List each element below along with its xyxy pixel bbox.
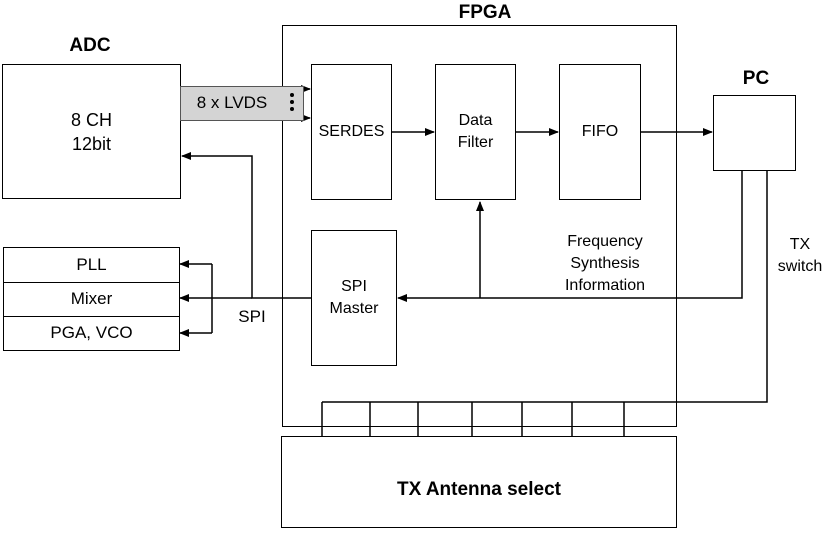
pga-vco-label: PGA, VCO [50, 323, 133, 342]
tx-antenna-select-block [281, 436, 677, 528]
fpga-title: FPGA [458, 2, 512, 23]
tx-switch-label: TX switch [777, 236, 823, 275]
serdes-label: SERDES [318, 123, 385, 140]
pc-block [713, 95, 796, 171]
pll-label: PLL [76, 255, 107, 274]
fpga-block [282, 25, 677, 427]
lvds-label: 8 x LVDS [196, 93, 268, 112]
fifo-label: FIFO [581, 123, 619, 140]
spi-master-block [311, 230, 397, 366]
pc-title: PC [742, 68, 770, 89]
data-filter-block [435, 64, 516, 200]
spi-master-label: SPI Master [329, 278, 379, 317]
adc-title: ADC [69, 35, 111, 56]
data-filter-label: Data Filter [457, 112, 494, 151]
lvds-bus [180, 86, 304, 121]
serdes-block [311, 64, 392, 200]
adc-spec-label: 8 CH 12bit [70, 110, 112, 154]
tx-antenna-select-label: TX Antenna select [396, 479, 561, 500]
mixer-label: Mixer [70, 289, 113, 308]
ellipsis-dots-icon [290, 93, 296, 114]
frequency-info-label: Frequency Synthesis Information [564, 233, 646, 294]
fifo-block [559, 64, 641, 200]
adc-block [2, 64, 181, 199]
pga-vco-block [3, 316, 180, 351]
spi-bus-label: SPI [238, 307, 266, 326]
